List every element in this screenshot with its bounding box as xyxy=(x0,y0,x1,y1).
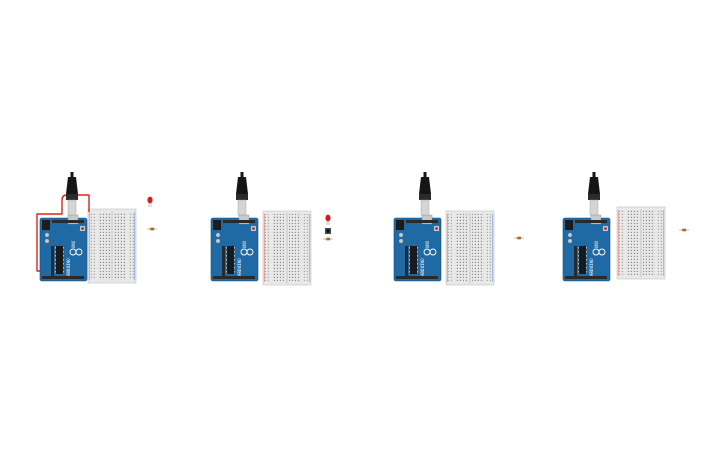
breadboard[interactable] xyxy=(616,206,666,280)
pushbutton[interactable] xyxy=(324,227,332,235)
microcontroller-chip xyxy=(579,246,586,274)
breadboard[interactable] xyxy=(87,208,137,284)
power-jack xyxy=(565,220,573,230)
circuit-1[interactable]: ARDUINO UNO xyxy=(36,172,157,284)
resistor[interactable] xyxy=(323,237,333,241)
circuit-3[interactable]: ARDUINO UNO xyxy=(393,172,524,286)
usb-cable[interactable] xyxy=(588,172,600,216)
power-jack xyxy=(42,220,50,230)
led[interactable] xyxy=(147,196,153,207)
board-model-label: UNO xyxy=(425,240,430,248)
arduino-uno-board[interactable]: ARDUINO UNO xyxy=(210,214,259,282)
circuit-4[interactable]: ARDUINO UNO xyxy=(562,172,689,282)
analog-header xyxy=(405,246,408,276)
analog-header xyxy=(574,246,577,276)
board-brand-label: ARDUINO xyxy=(237,258,242,276)
resistor[interactable] xyxy=(679,228,689,232)
usb-cable[interactable] xyxy=(66,172,78,216)
led[interactable] xyxy=(325,214,331,225)
arduino-uno-board[interactable]: ARDUINO UNO xyxy=(562,214,611,282)
digital-header xyxy=(406,220,438,223)
arduino-uno-board[interactable]: ARDUINO UNO xyxy=(39,214,88,282)
board-brand-label: ARDUINO xyxy=(66,258,71,276)
breadboard[interactable] xyxy=(445,210,495,286)
board-model-label: UNO xyxy=(242,240,247,248)
analog-header xyxy=(222,246,225,276)
arduino-logo-icon xyxy=(423,248,437,256)
power-jack xyxy=(213,220,221,230)
usb-cable[interactable] xyxy=(419,172,431,216)
arduino-logo-icon xyxy=(69,248,83,256)
circuit-2[interactable]: ARDUINO UNO xyxy=(210,172,333,286)
power-jack xyxy=(396,220,404,230)
digital-header xyxy=(223,220,255,223)
digital-header xyxy=(575,220,607,223)
board-brand-label: ARDUINO xyxy=(420,258,425,276)
resistor[interactable] xyxy=(514,236,524,240)
microcontroller-chip xyxy=(56,246,63,274)
microcontroller-chip xyxy=(227,246,234,274)
resistor[interactable] xyxy=(147,227,157,231)
analog-header xyxy=(51,246,54,276)
board-brand-label: ARDUINO xyxy=(589,258,594,276)
breadboard[interactable] xyxy=(262,210,312,286)
usb-cable[interactable] xyxy=(236,172,248,216)
arduino-logo-icon xyxy=(240,248,254,256)
board-model-label: UNO xyxy=(71,240,76,248)
board-model-label: UNO xyxy=(594,240,599,248)
arduino-uno-board[interactable]: ARDUINO UNO xyxy=(393,214,442,282)
digital-header xyxy=(52,220,84,223)
arduino-logo-icon xyxy=(592,248,606,256)
microcontroller-chip xyxy=(410,246,417,274)
